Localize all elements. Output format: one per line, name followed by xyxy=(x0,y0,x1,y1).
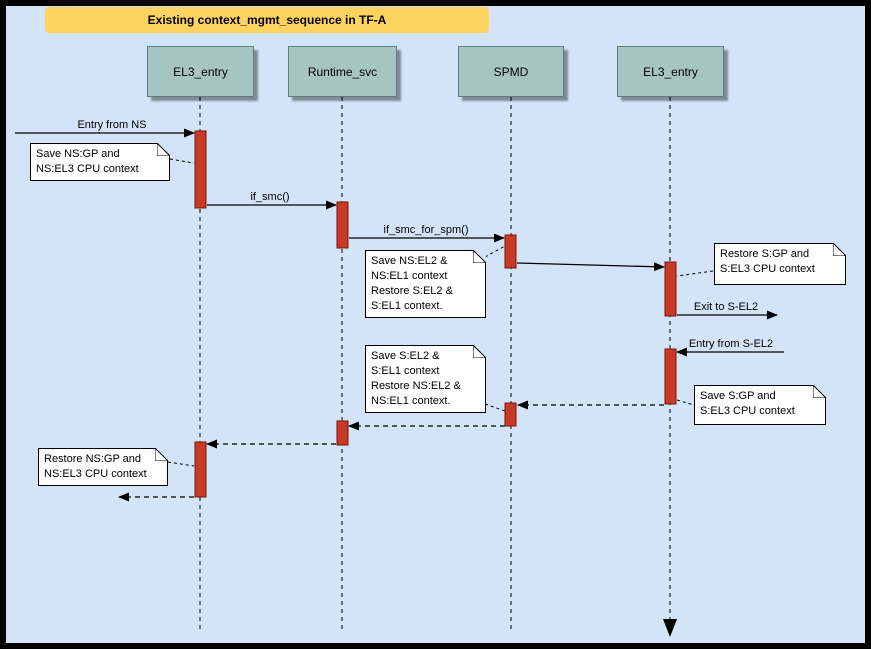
note-line: Restore NS:GP and xyxy=(44,453,142,465)
note-save-s-el2-restore-ns: Save S:EL2 & S:EL1 context Restore NS:EL… xyxy=(365,345,486,413)
note-line: NS:EL1 context. xyxy=(371,395,451,407)
actor-label: Runtime_svc xyxy=(307,64,378,79)
note-fold-flap xyxy=(473,345,486,358)
message-label-exit-to-s-el2: Exit to S-EL2 xyxy=(693,301,759,313)
message-label-if-smc: if_smc() xyxy=(250,191,290,203)
note-fold-icon xyxy=(473,250,486,263)
diagram-title: Existing context_mgmt_sequence in TF-A xyxy=(45,7,489,33)
note-save-ns-context: Save NS:GP and NS:EL3 CPU context xyxy=(30,143,170,181)
connector-restore-ns-context xyxy=(167,461,195,467)
connector-restore-s-context xyxy=(676,270,714,277)
note-line: Save S:GP and xyxy=(700,390,776,402)
message-label-if-smc-for-spm: if_smc_for_spm() xyxy=(383,224,469,236)
actor-spmd: SPMD xyxy=(458,46,564,97)
note-line: S:EL3 CPU context xyxy=(720,263,815,275)
note-line: Restore NS:EL2 & xyxy=(371,380,461,392)
note-line: S:EL1 context xyxy=(371,365,440,377)
lifeline-end-arrow-icon xyxy=(663,619,677,637)
note-save-ns-el2-restore-s: Save NS:EL2 & NS:EL1 context Restore S:E… xyxy=(365,250,486,318)
connector-save-ns-el2 xyxy=(484,245,506,258)
activation-runtime-2 xyxy=(336,420,349,446)
note-fold-flap xyxy=(157,143,170,156)
activation-el3-right-1 xyxy=(664,261,677,317)
note-line: Save NS:EL2 & xyxy=(371,255,448,267)
note-fold-icon xyxy=(833,243,846,256)
activation-spmd-2 xyxy=(504,402,517,427)
note-line: Save NS:GP and xyxy=(36,148,120,160)
activation-el3-right-2 xyxy=(664,348,677,405)
actor-label: SPMD xyxy=(493,64,529,79)
actor-label: EL3_entry xyxy=(173,64,228,79)
note-line: NS:EL3 CPU context xyxy=(36,163,139,175)
message-label-entry-from-ns: Entry from NS xyxy=(77,119,147,131)
note-fold-flap xyxy=(833,243,846,256)
note-line: S:EL3 CPU context xyxy=(700,405,795,417)
note-line: Save S:EL2 & xyxy=(371,350,440,362)
actor-label: EL3_entry xyxy=(643,64,698,79)
note-fold-icon xyxy=(813,385,826,398)
note-fold-icon xyxy=(155,448,168,461)
note-fold-icon xyxy=(473,345,486,358)
activation-el3-left-1 xyxy=(194,130,207,209)
activation-el3-left-2 xyxy=(194,441,207,498)
note-fold-flap xyxy=(473,250,486,263)
note-line: Restore S:EL2 & xyxy=(371,285,453,297)
actor-el3-entry-right: EL3_entry xyxy=(617,46,724,97)
activation-spmd-1 xyxy=(504,234,517,269)
note-restore-ns-context: Restore NS:GP and NS:EL3 CPU context xyxy=(38,448,168,486)
connector-save-s-context xyxy=(676,399,695,406)
note-line: Restore S:GP and xyxy=(720,248,810,260)
actor-runtime-svc: Runtime_svc xyxy=(288,46,397,97)
note-fold-flap xyxy=(155,448,168,461)
note-line: S:EL1 context. xyxy=(371,300,443,312)
actor-el3-entry-left: EL3_entry xyxy=(147,46,254,97)
note-fold-icon xyxy=(157,143,170,156)
connector-save-s-el2 xyxy=(484,403,506,412)
note-fold-flap xyxy=(813,385,826,398)
message-label-entry-from-s-el2: Entry from S-EL2 xyxy=(688,338,774,350)
activation-runtime-1 xyxy=(336,201,349,249)
note-line: NS:EL1 context xyxy=(371,270,448,282)
note-restore-s-context: Restore S:GP and S:EL3 CPU context xyxy=(714,243,846,285)
message-line-spmd-to-el3-right xyxy=(516,262,665,272)
note-line: NS:EL3 CPU context xyxy=(44,468,147,480)
connector-save-ns-context xyxy=(169,158,195,164)
note-save-s-context: Save S:GP and S:EL3 CPU context xyxy=(694,385,826,425)
